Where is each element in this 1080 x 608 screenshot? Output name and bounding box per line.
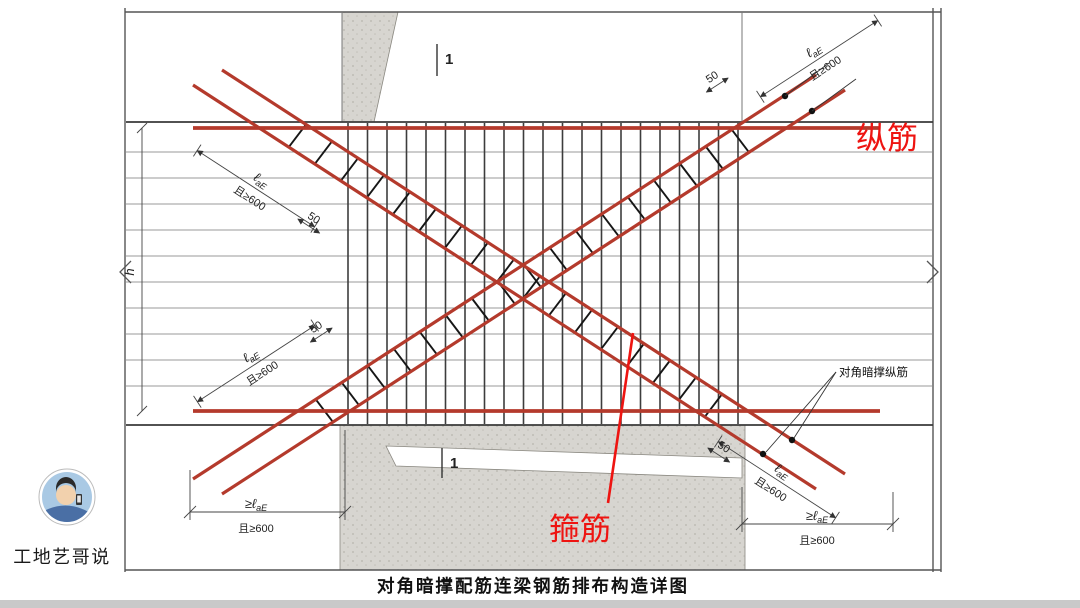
drawing-title: 对角暗撑配筋连梁钢筋排布构造详图 [377, 576, 689, 596]
dim-laE-top-left: ℓaE [250, 169, 273, 192]
section-mark-top: 1 [436, 44, 453, 76]
dim-ge600-bottom-left-h: 且≥600 [238, 523, 273, 535]
diagonal-brace-bar-3 [221, 88, 846, 496]
watermark-name: 工地艺哥说 [13, 547, 111, 567]
dim-beam-height: h [122, 122, 148, 417]
dim-anchorage-bottom-left: ≥ℓaE 且≥600 [183, 430, 352, 535]
wall-boundary-lines [124, 8, 942, 572]
concrete-section-top [341, 11, 399, 123]
dim-ge600-bottom-right-h: 且≥600 [799, 535, 834, 547]
dim-group-top-right: ℓaE 且≥600 [756, 14, 882, 103]
dim-50-bottom-left-text: 50 [308, 319, 325, 336]
section-mark-bottom: 1 [441, 448, 458, 478]
diagonal-brace-bar-1 [221, 68, 846, 476]
dim-50-bottom-left: 50 [308, 319, 333, 343]
label-diagonal-brace-bar: 对角暗撑纵筋 [839, 365, 908, 379]
dim-50-top-left-text: 50 [305, 210, 322, 227]
dim-50-top-right: 50 [704, 69, 729, 93]
dim-50-bottom-right: 50 [707, 439, 732, 463]
dim-anchorage-bottom-right: ≥ℓaE 且≥600 [735, 487, 900, 547]
section-mark-bottom-number: 1 [450, 455, 458, 472]
stirrup-leader-line [606, 332, 635, 504]
dim-h-text: h [122, 268, 137, 275]
dim-ge-laE-bottom-left: ≥ℓaE [245, 496, 268, 513]
stirrups [347, 123, 739, 424]
dim-group-top-left: ℓaE 且≥600 [193, 144, 319, 233]
dim-ge-laE-bottom-right: ≥ℓaE [806, 508, 829, 525]
watermark-avatar [38, 468, 96, 526]
dim-group-bottom-left: ℓaE 且≥600 [193, 319, 319, 408]
label-stirrup: 箍筋 [549, 512, 611, 548]
diagonal-brace-bar-4 [192, 73, 817, 481]
section-mark-top-number: 1 [445, 51, 453, 68]
dim-50-top-right-text: 50 [704, 69, 721, 86]
wall-break-chevrons [119, 260, 939, 284]
dim-50-top-left: 50 [297, 210, 322, 234]
dim-laE-bottom-left: ℓaE [240, 344, 263, 367]
label-longitudinal-bar: 纵筋 [856, 121, 918, 157]
dim-laE-top-right: ℓaE [803, 39, 826, 62]
bottom-strip [0, 600, 1080, 608]
